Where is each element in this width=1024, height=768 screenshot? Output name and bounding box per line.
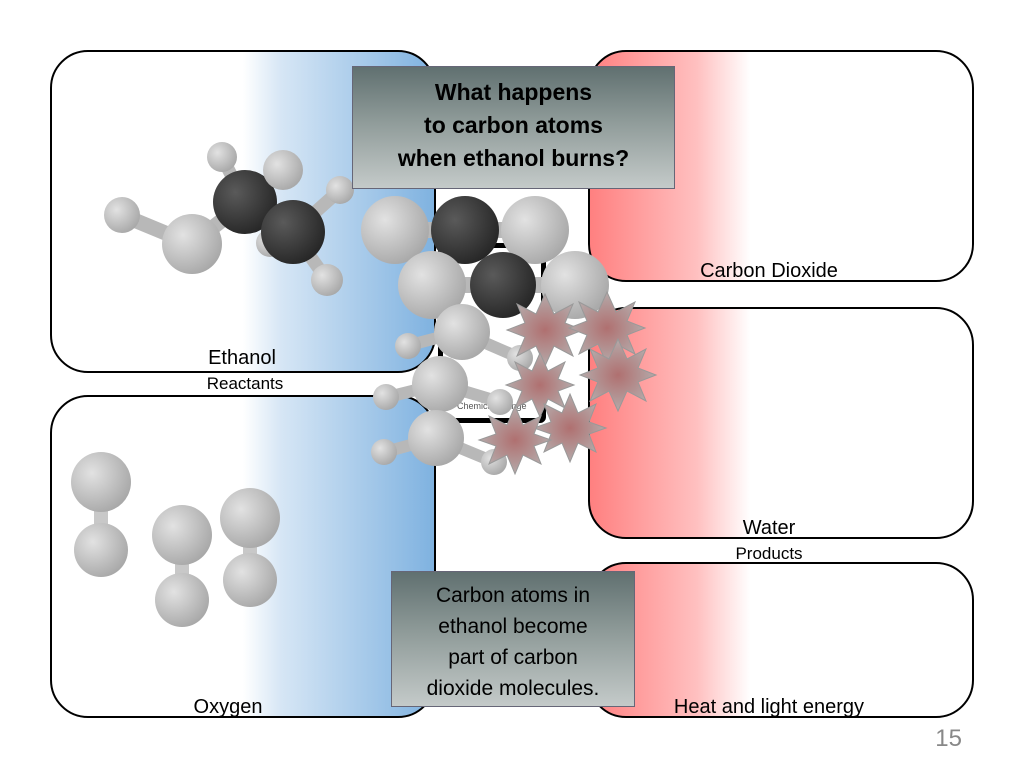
answer-line: Carbon atoms in [435,584,591,607]
water-molecule-icon [395,304,533,371]
energy-burst-icon [567,290,647,366]
products-label: Products [735,544,803,563]
oxygen-label: Oxygen [193,696,263,718]
energy-panel [588,562,974,718]
water-label: Water [742,517,796,539]
answer-line: part of carbon [448,646,578,669]
energy-burst-icon [532,392,608,464]
reactants-label: Reactants [206,374,284,393]
oxygen-molecule-icon [152,505,212,627]
answer-line: ethanol become [438,615,588,638]
question-line: What happens [434,79,593,105]
oxygen-molecule-icon [220,488,280,607]
carbon-dioxide-label: Carbon Dioxide [700,260,838,282]
energy-burst-icon [505,292,585,368]
answer-line: dioxide molecules. [426,677,600,700]
water-molecule-icon [373,356,513,415]
answer-box: Carbon atoms in ethanol become part of c… [391,571,635,707]
ethanol-label: Ethanol [208,347,276,369]
page-number: 15 [935,725,962,752]
ethanol-molecule-icon [104,142,354,296]
energy-burst-icon [504,351,576,419]
energy-burst-icon [578,337,658,413]
question-line: to carbon atoms [424,112,603,138]
carbon-dioxide-molecule-icon [398,251,609,319]
oxygen-molecule-icon [71,452,131,577]
energy-burst-icon [477,404,553,476]
water-panel [588,307,974,539]
energy-label: Heat and light energy [673,696,865,718]
carbon-dioxide-molecule-icon [361,196,569,264]
question-box: What happens to carbon atoms when ethano… [352,66,675,189]
question-line: when ethanol burns? [397,145,630,171]
